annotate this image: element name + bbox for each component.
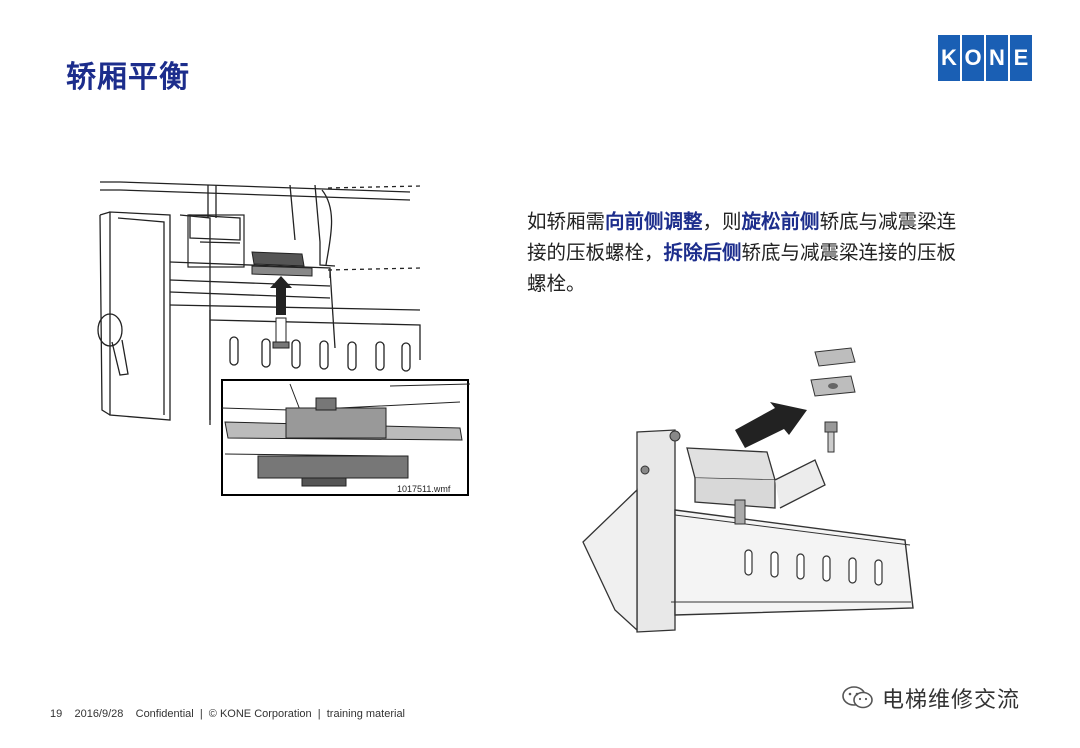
upward-arrow-icon <box>270 276 292 315</box>
wechat-icon <box>842 686 873 709</box>
kone-logo: K O N E <box>938 35 1032 81</box>
figure-label: 1017511.wmf <box>397 484 451 494</box>
instruction-text: 如轿厢需向前侧调整，则旋松前侧轿底与减震梁连接的压板螺栓，拆除后侧轿底与减震梁连… <box>527 206 957 299</box>
slide-footer: 19 2016/9/28 Confidential | © KONE Corpo… <box>50 708 406 720</box>
highlight-forward-adjust: 向前侧调整 <box>605 210 703 233</box>
text-part: 如轿厢需 <box>527 210 606 233</box>
logo-letter: K <box>938 35 960 81</box>
highlight-loosen-front: 旋松前侧 <box>741 210 820 233</box>
logo-letter: N <box>986 35 1008 81</box>
text-part: 轿底与减震梁连接的压板螺栓。 <box>527 241 957 295</box>
car-balance-drawing: 1017511.wmf <box>97 181 471 496</box>
text-part: ，则 <box>702 210 742 233</box>
logo-letter: E <box>1010 35 1032 81</box>
watermark-text: 电梯维修交流 <box>882 688 1021 713</box>
text-part: 轿底与减震梁连接的压板螺栓， <box>527 210 957 264</box>
slide-title: 轿厢平衡 <box>66 60 190 95</box>
bracket-illustration <box>582 347 914 633</box>
upward-arrow-icon <box>735 402 807 448</box>
highlight-remove-rear: 拆除后侧 <box>663 241 742 264</box>
logo-letter: O <box>962 35 984 81</box>
watermark: 电梯维修交流 <box>842 682 1020 714</box>
